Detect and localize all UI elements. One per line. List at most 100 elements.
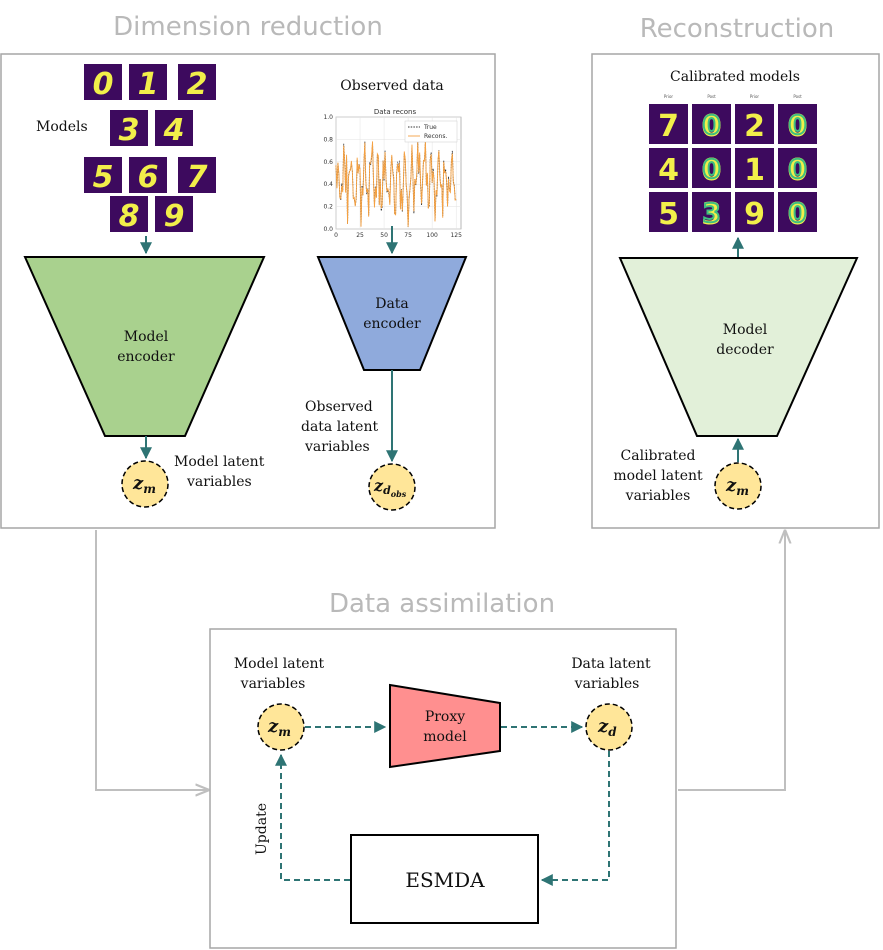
zdobs-latent-node	[368, 463, 416, 511]
model-digit-tile: 9	[155, 196, 193, 234]
calibrated-digit: 3	[701, 197, 722, 232]
model-digit-tile: 0	[84, 64, 122, 102]
observed-latent-label-2: data latent	[301, 419, 378, 435]
connector-to-assimilation	[95, 530, 208, 790]
model-digit-tile: 7	[178, 157, 216, 195]
plot-ytick: 0.4	[323, 181, 333, 188]
calibrated-latent-label-2: model latent	[613, 468, 703, 484]
calibrated-digit-tile: 4	[649, 148, 688, 188]
data-encoder-shape	[316, 256, 468, 371]
calibrated-latent-label-1: Calibrated	[621, 448, 696, 464]
svg-text:0: 0	[788, 155, 806, 185]
model-digit: 8	[119, 199, 140, 234]
calibrated-header: Prior	[664, 94, 674, 99]
svg-text:0: 0	[702, 155, 720, 185]
data-encoder-label-1: Data	[375, 296, 409, 312]
dimension-reduction-title: Dimension reduction	[113, 12, 383, 42]
calibrated-digit-tile: 5	[649, 192, 688, 232]
calibrated-digit: 0	[787, 153, 808, 188]
svg-text:zdobs: zdobs	[373, 476, 407, 499]
model-encoder-label-2: encoder	[117, 349, 175, 365]
da-model-latent-label-1: Model latent	[234, 656, 325, 672]
calibrated-digit-tile: 00	[778, 148, 817, 188]
svg-text:3: 3	[702, 199, 720, 229]
plot-xtick: 0	[334, 232, 338, 239]
observed-data-label: Observed data	[340, 78, 444, 94]
model-digit: 3	[119, 113, 140, 148]
zd-to-esmda-arrow	[540, 751, 610, 886]
data-encoder-label-2: encoder	[363, 316, 421, 332]
plot-ytick: 1.0	[323, 114, 333, 121]
model-digit-tile: 4	[155, 110, 193, 148]
observed-latent-label-3: variables	[304, 439, 370, 455]
da-zd-node	[585, 703, 633, 751]
model-digit-tile: 1	[129, 64, 167, 102]
esmda-box	[350, 834, 539, 924]
calibrated-digit: 1	[744, 153, 765, 188]
calibrated-digit-tile: 00	[692, 104, 731, 144]
plot-xtick: 100	[426, 232, 438, 239]
calibrated-zm-node	[714, 462, 762, 510]
svg-text:zm: zm	[725, 475, 749, 498]
calibrated-header: Post	[707, 94, 716, 99]
calibrated-digit-tile: 2	[735, 104, 774, 144]
plot-recons-series	[335, 140, 457, 227]
model-digit-tile: 5	[84, 157, 122, 195]
plot-ytick: 0.2	[323, 204, 333, 211]
plot-ytick: 0.0	[323, 226, 333, 233]
calibrated-digit-tile: 1	[735, 148, 774, 188]
calibrated-digit-tile: 00	[778, 104, 817, 144]
proxy-label-2: model	[423, 729, 467, 745]
calibrated-digit-tile: 00	[778, 192, 817, 232]
zm-latent-node	[121, 460, 169, 508]
plot-ytick: 0.8	[323, 136, 333, 143]
plot-xtick: 25	[356, 232, 364, 239]
svg-text:zd: zd	[597, 716, 617, 739]
calibrated-digit: 0	[787, 109, 808, 144]
svg-text:0: 0	[702, 111, 720, 141]
calibrated-latent-label-3: variables	[625, 488, 691, 504]
model-encoder-label-1: Model	[124, 329, 169, 345]
model-digit: 2	[187, 67, 208, 102]
model-digit: 5	[93, 160, 114, 195]
calibrated-digit: 0	[701, 153, 722, 188]
connector-to-reconstruction	[678, 531, 785, 791]
calibrated-digit: 0	[701, 109, 722, 144]
calibrated-digit-tile: 00	[692, 148, 731, 188]
model-digit: 4	[163, 113, 185, 148]
update-label: Update	[254, 803, 270, 855]
model-latent-label-1: Model latent	[174, 454, 265, 470]
calibrated-digit-tile: 9	[735, 192, 774, 232]
calibrated-header: Prior	[750, 94, 760, 99]
plot-xtick: 125	[450, 232, 462, 239]
calibrated-header: Post	[793, 94, 802, 99]
observed-latent-label-1: Observed	[305, 399, 373, 415]
plot-title: Data recons	[374, 108, 417, 116]
calibrated-digit-tile: 33	[692, 192, 731, 232]
da-zm-node	[257, 703, 305, 751]
calibrated-digit: 7	[658, 109, 679, 144]
models-label: Models	[36, 119, 88, 135]
calibrated-digit: 2	[744, 109, 765, 144]
svg-text:0: 0	[788, 199, 806, 229]
plot-xtick: 50	[380, 232, 388, 239]
svg-text:zm: zm	[267, 716, 291, 739]
model-latent-label-2: variables	[186, 474, 252, 490]
plot-ytick: 0.6	[323, 159, 333, 166]
esmda-update-arrow	[275, 753, 350, 881]
calibrated-digit-tile: 7	[649, 104, 688, 144]
model-decoder-label-2: decoder	[716, 342, 774, 358]
calibrated-digit: 4	[658, 153, 679, 188]
da-data-latent-label-1: Data latent	[571, 656, 651, 672]
model-digit-tile: 8	[110, 196, 148, 234]
calibrated-digit: 9	[744, 197, 765, 232]
da-data-latent-label-2: variables	[574, 676, 640, 692]
calibrated-digit: 5	[658, 197, 679, 232]
data-assimilation-panel	[209, 628, 677, 949]
svg-text:zm: zm	[132, 473, 156, 496]
reconstruction-title: Reconstruction	[640, 14, 835, 44]
